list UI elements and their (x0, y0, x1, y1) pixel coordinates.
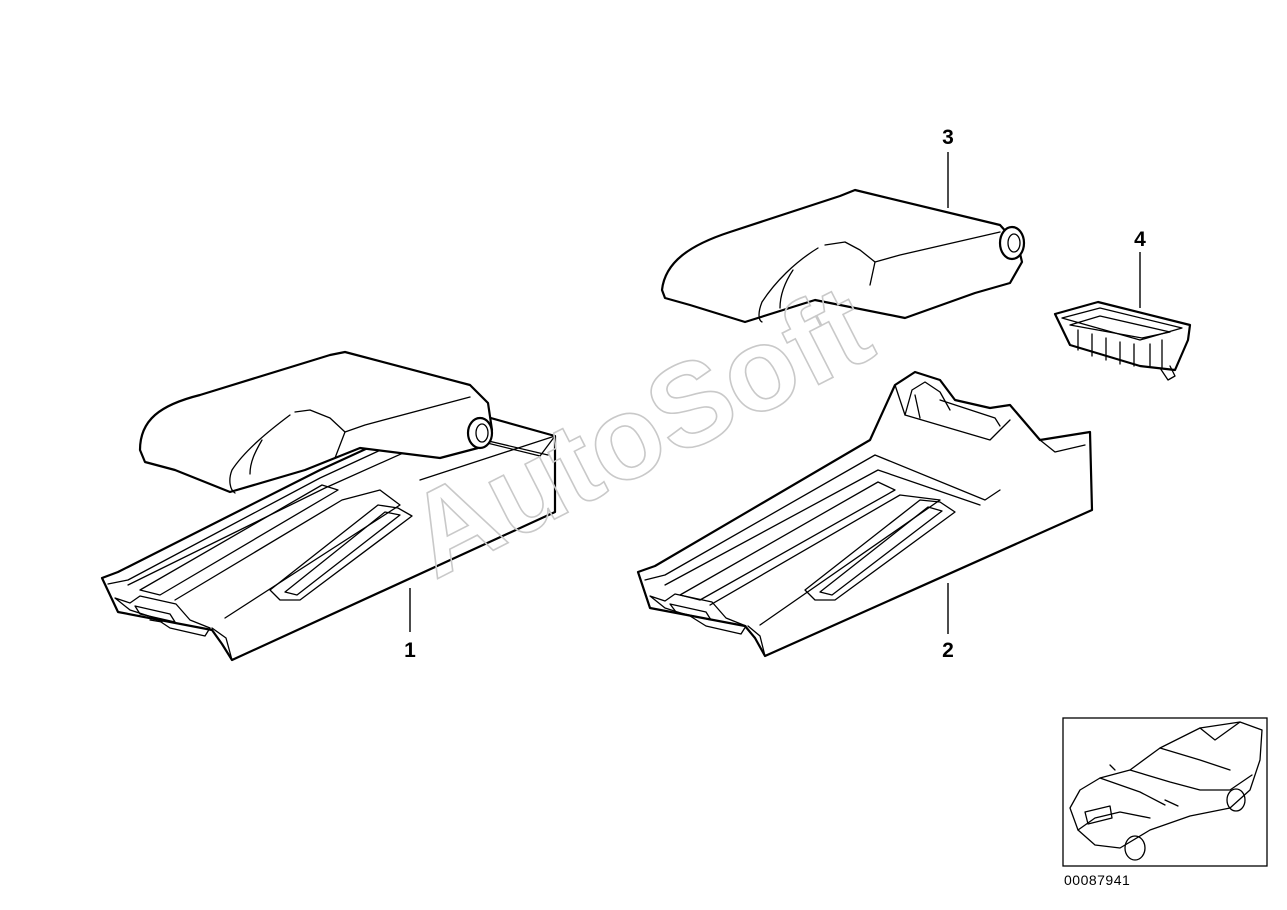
callout-4[interactable]: 4 (1134, 228, 1146, 251)
car-thumbnail-icon[interactable] (1062, 717, 1268, 867)
callout-3[interactable]: 3 (942, 126, 954, 149)
callout-2[interactable]: 2 (942, 639, 954, 662)
part-3-armrest-lid[interactable] (660, 188, 1026, 324)
part-2-console-housing[interactable] (636, 370, 1094, 658)
callout-1[interactable]: 1 (404, 639, 416, 662)
diagram-number: 00087941 (1064, 872, 1130, 888)
part-4-insert-tray[interactable] (1053, 300, 1192, 381)
part-1-console-with-armrest[interactable] (100, 350, 557, 662)
